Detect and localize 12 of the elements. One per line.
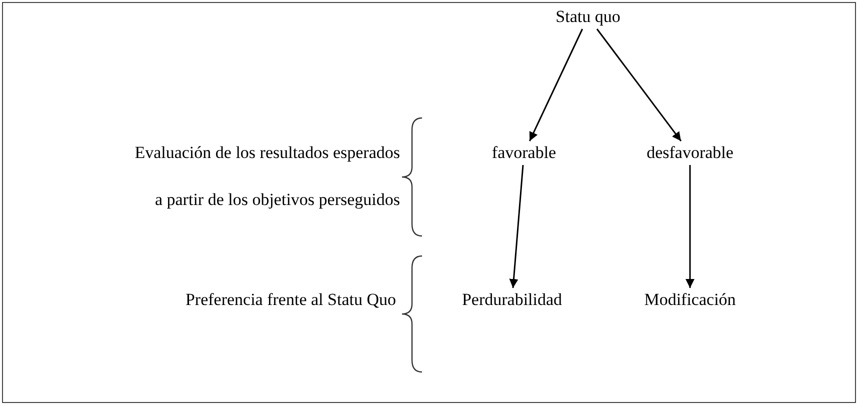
node-text: desfavorable (644, 141, 736, 165)
node-text: Perdurabilidad (458, 288, 566, 312)
arrow (528, 28, 584, 142)
node-text: Statu quo (552, 5, 624, 29)
row-label: a partir de los objetivos perseguidos (154, 190, 400, 210)
row-label: Evaluación de los resultados esperados (134, 143, 400, 163)
arrow (596, 28, 682, 142)
arrow (509, 164, 524, 288)
node-text: Modificación (641, 288, 739, 312)
row-label: Preferencia frente al Statu Quo (185, 290, 396, 310)
node-text: favorable (488, 141, 560, 165)
arrow (686, 165, 694, 288)
